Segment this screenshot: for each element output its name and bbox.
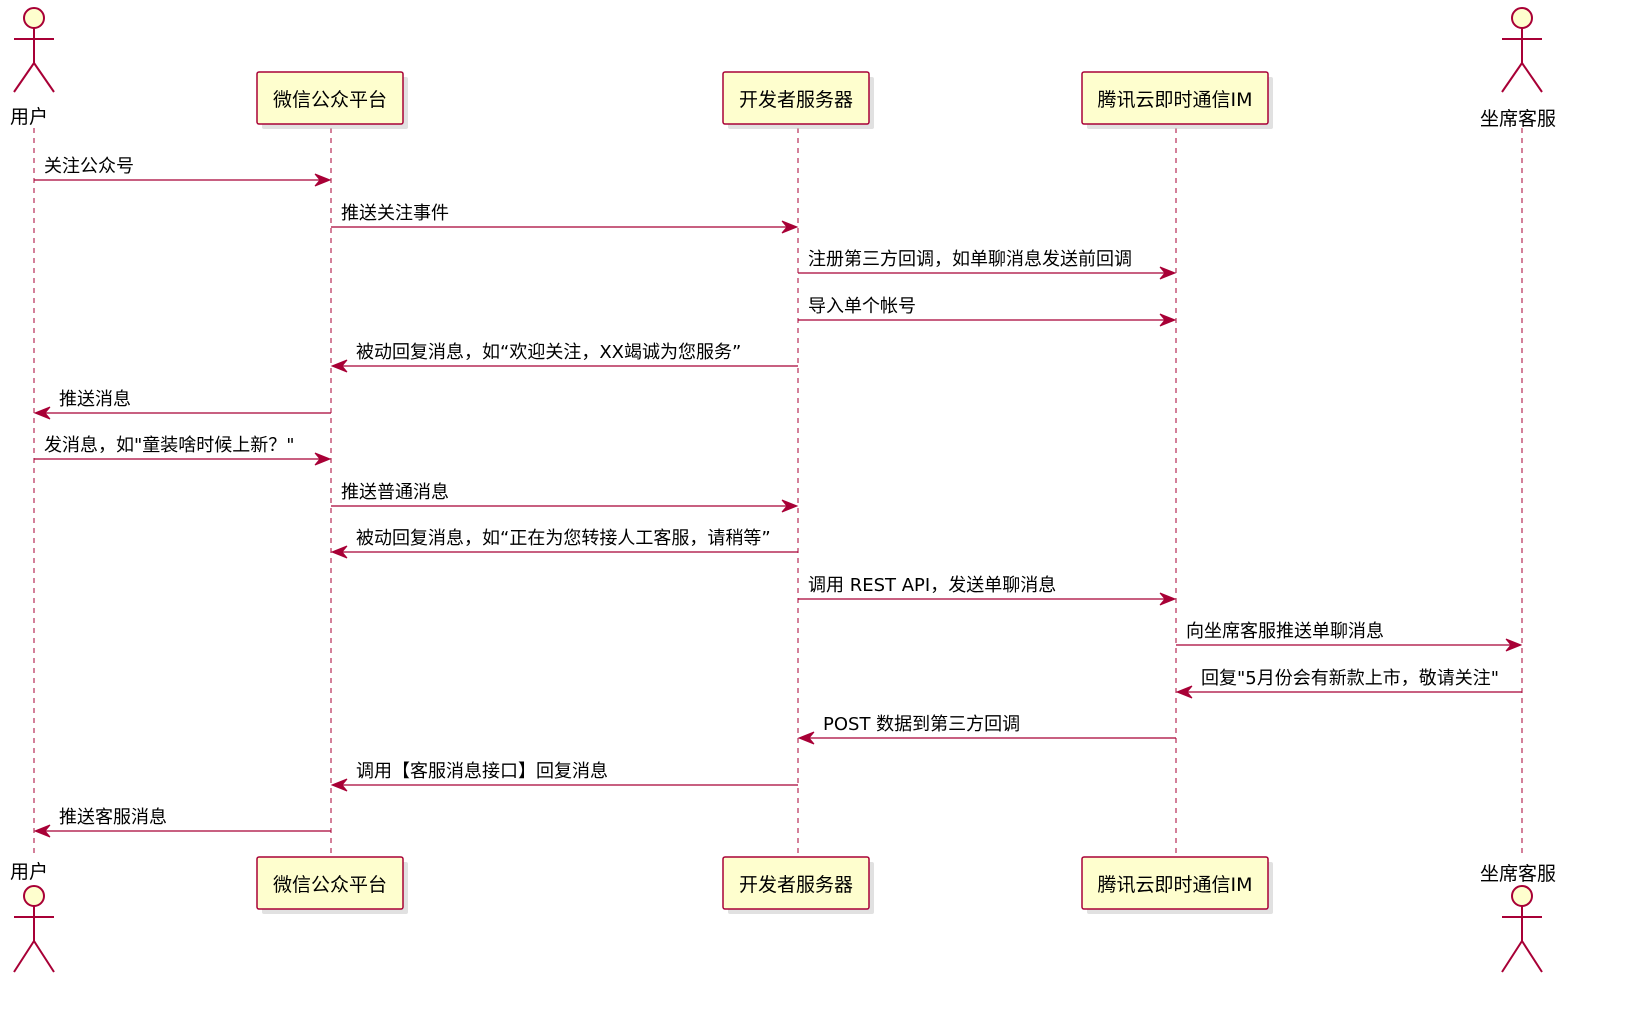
- message-label: 关注公众号: [44, 156, 134, 177]
- message: 导入单个帐号: [798, 296, 1177, 327]
- participant-label-agent-top: 坐席客服: [1480, 108, 1556, 130]
- arrowhead-icon: [33, 406, 51, 420]
- arrowhead-icon: [330, 359, 348, 373]
- actor-agent-bottom: 坐席客服: [1480, 863, 1556, 973]
- message: 向坐席客服推送单聊消息: [1176, 621, 1523, 652]
- message-label: 被动回复消息，如“正在为您转接人工客服，请稍等”: [356, 528, 771, 549]
- messages: 关注公众号推送关注事件注册第三方回调，如单聊消息发送前回调导入单个帐号被动回复消…: [33, 156, 1523, 838]
- message-label: 导入单个帐号: [808, 296, 916, 317]
- arrowhead-icon: [781, 220, 799, 234]
- participant-devserver-bottom: 开发者服务器: [722, 856, 874, 914]
- participant-label-devserver-top: 开发者服务器: [739, 89, 853, 111]
- participant-devserver-top: 开发者服务器: [722, 71, 874, 129]
- arrowhead-icon: [1505, 638, 1523, 652]
- participant-label-agent-bottom: 坐席客服: [1480, 863, 1556, 885]
- actor-head-icon: [1511, 885, 1533, 907]
- participant-wechat-bottom: 微信公众平台: [256, 856, 408, 914]
- actor-agent-top: 坐席客服: [1480, 7, 1556, 130]
- message: 被动回复消息，如“欢迎关注，XX竭诚为您服务”: [330, 342, 798, 373]
- message: 发消息，如"童装啥时候上新？": [34, 435, 332, 466]
- actor-user-top: 用户: [10, 7, 55, 128]
- message: 调用【客服消息接口】回复消息: [330, 761, 798, 792]
- lifelines: [33, 128, 1523, 858]
- participant-label-user-bottom: 用户: [10, 861, 48, 883]
- actor-user-bottom: 用户: [10, 861, 55, 973]
- message-label: 发消息，如"童装啥时候上新？": [44, 435, 295, 456]
- participant-wechat-top: 微信公众平台: [256, 71, 408, 129]
- arrowhead-icon: [1159, 313, 1177, 327]
- message: 注册第三方回调，如单聊消息发送前回调: [798, 249, 1177, 280]
- arrowhead-icon: [1175, 685, 1193, 699]
- arrowhead-icon: [797, 731, 815, 745]
- message: 回复"5月份会有新款上市，敬请关注": [1175, 668, 1522, 699]
- message: 被动回复消息，如“正在为您转接人工客服，请稍等”: [330, 528, 798, 559]
- message-label: 回复"5月份会有新款上市，敬请关注": [1201, 668, 1499, 689]
- participant-label-user-top: 用户: [10, 106, 48, 128]
- message-label: 推送关注事件: [341, 203, 449, 224]
- arrowhead-icon: [781, 499, 799, 513]
- message: 推送关注事件: [331, 203, 799, 234]
- message: POST 数据到第三方回调: [797, 714, 1176, 745]
- participants-bottom: 用户 微信公众平台 开发者服务器 腾讯云即时通信IM 坐席客服: [10, 856, 1556, 973]
- participants-top: 用户 微信公众平台 开发者服务器 腾讯云即时通信IM 坐席客服: [10, 7, 1556, 130]
- message-label: 被动回复消息，如“欢迎关注，XX竭诚为您服务”: [356, 342, 741, 363]
- actor-head-icon: [23, 885, 45, 907]
- participant-label-tim-top: 腾讯云即时通信IM: [1098, 89, 1253, 111]
- actor-head-icon: [23, 7, 45, 29]
- arrowhead-icon: [1159, 266, 1177, 280]
- arrowhead-icon: [33, 824, 51, 838]
- message: 推送消息: [33, 389, 331, 420]
- participant-tim-bottom: 腾讯云即时通信IM: [1081, 856, 1273, 914]
- message-label: 推送消息: [59, 389, 131, 410]
- arrowhead-icon: [1159, 592, 1177, 606]
- arrowhead-icon: [330, 778, 348, 792]
- message: 推送普通消息: [331, 482, 799, 513]
- message-label: 注册第三方回调，如单聊消息发送前回调: [808, 249, 1132, 270]
- participant-tim-top: 腾讯云即时通信IM: [1081, 71, 1273, 129]
- arrowhead-icon: [314, 452, 332, 466]
- message: 推送客服消息: [33, 807, 331, 838]
- message-label: 推送客服消息: [59, 807, 167, 828]
- message-label: POST 数据到第三方回调: [823, 714, 1020, 735]
- message: 调用 REST API，发送单聊消息: [798, 575, 1177, 606]
- message-label: 调用 REST API，发送单聊消息: [808, 575, 1056, 596]
- message-label: 推送普通消息: [341, 482, 449, 503]
- message-label: 调用【客服消息接口】回复消息: [356, 761, 608, 782]
- arrowhead-icon: [314, 173, 332, 187]
- actor-head-icon: [1511, 7, 1533, 29]
- participant-label-wechat-top: 微信公众平台: [273, 89, 387, 111]
- arrowhead-icon: [330, 545, 348, 559]
- message-label: 向坐席客服推送单聊消息: [1186, 621, 1384, 642]
- participant-label-tim-bottom: 腾讯云即时通信IM: [1098, 874, 1253, 896]
- participant-label-devserver-bottom: 开发者服务器: [739, 874, 853, 896]
- participant-label-wechat-bottom: 微信公众平台: [273, 874, 387, 896]
- message: 关注公众号: [34, 156, 332, 187]
